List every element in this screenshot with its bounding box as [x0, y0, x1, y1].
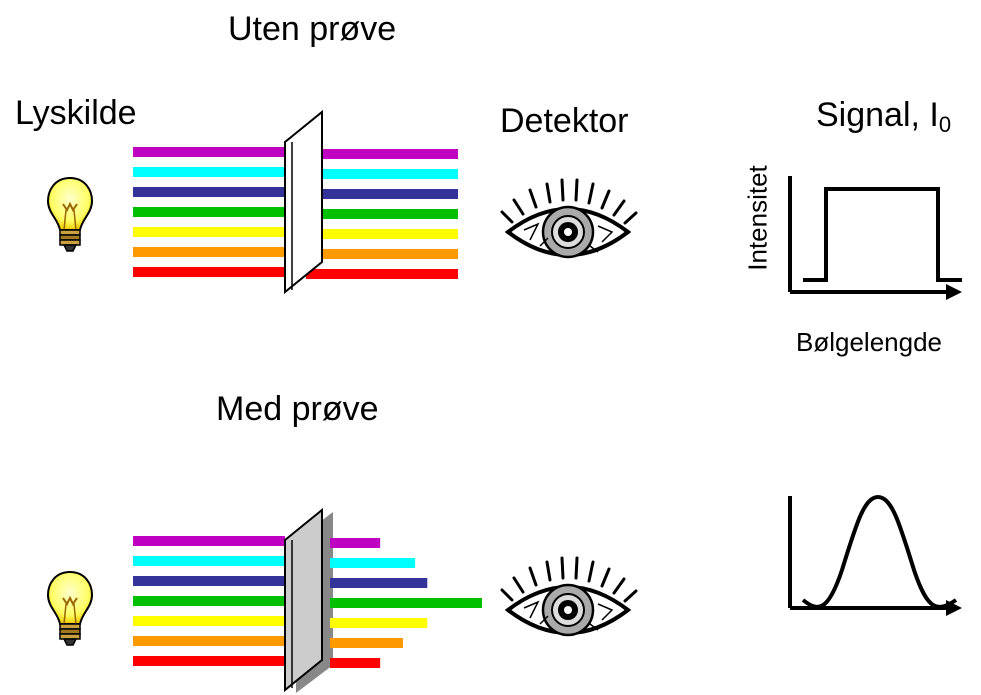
- beams-outgoing-bottom: [330, 538, 482, 668]
- beam-out-bottom: [330, 618, 428, 628]
- sample-cuvette-bottom: [284, 507, 323, 693]
- signal-label-subscript: 0: [938, 112, 952, 137]
- beam-in-bottom: [133, 596, 285, 606]
- lightbulb-icon-bottom: [47, 571, 93, 646]
- beam-in-top: [133, 187, 285, 197]
- beam-in-top: [133, 247, 285, 257]
- beam-in-top: [133, 267, 285, 277]
- beam-out-top: [306, 229, 458, 239]
- beam-in-bottom: [133, 636, 285, 646]
- beam-in-bottom: [133, 576, 285, 586]
- beam-out-bottom: [330, 538, 381, 548]
- beam-in-top: [133, 227, 285, 237]
- beam-out-bottom: [330, 558, 416, 568]
- x-axis-arrow-top: [946, 284, 962, 300]
- beam-out-top: [306, 149, 458, 159]
- beam-out-top: [306, 249, 458, 259]
- empty-cuvette-top: [284, 109, 323, 295]
- beams-incoming-bottom: [133, 536, 285, 666]
- lightbulb-icon: [47, 177, 93, 252]
- beam-out-bottom: [330, 578, 428, 588]
- beam-in-top: [133, 207, 285, 217]
- beam-out-top: [306, 209, 458, 219]
- beams-incoming-top: [133, 147, 285, 277]
- beam-in-bottom: [133, 556, 285, 566]
- signal-label: Signal, I0: [816, 96, 951, 138]
- eye-icon: [500, 178, 638, 259]
- beam-out-bottom: [330, 638, 403, 648]
- eye-icon-bottom: [500, 556, 638, 637]
- beam-out-top: [306, 189, 458, 199]
- beam-out-top: [306, 269, 458, 279]
- beam-in-bottom: [133, 536, 285, 546]
- beam-out-top: [306, 169, 458, 179]
- title-with-sample: Med prøve: [216, 390, 379, 428]
- beam-in-bottom: [133, 616, 285, 626]
- signal-label-text: Signal, I: [816, 96, 939, 134]
- beam-in-top: [133, 147, 285, 157]
- title-without-sample: Uten prøve: [228, 10, 397, 48]
- beam-out-bottom: [330, 658, 381, 668]
- signal-curve-flat: [803, 187, 962, 282]
- y-axis-label: Intensitet: [742, 165, 773, 271]
- beam-out-bottom: [330, 598, 482, 608]
- beams-outgoing-top: [306, 149, 458, 279]
- x-axis-label: Bølgelengde: [796, 327, 942, 357]
- detector-label: Detektor: [500, 102, 629, 140]
- beam-in-bottom: [133, 656, 285, 666]
- beam-in-top: [133, 167, 285, 177]
- signal-curve-peak: [801, 494, 958, 609]
- signal-plot-top: [788, 176, 962, 300]
- light-source-label: Lyskilde: [15, 94, 137, 132]
- signal-plot-bottom: [788, 494, 962, 616]
